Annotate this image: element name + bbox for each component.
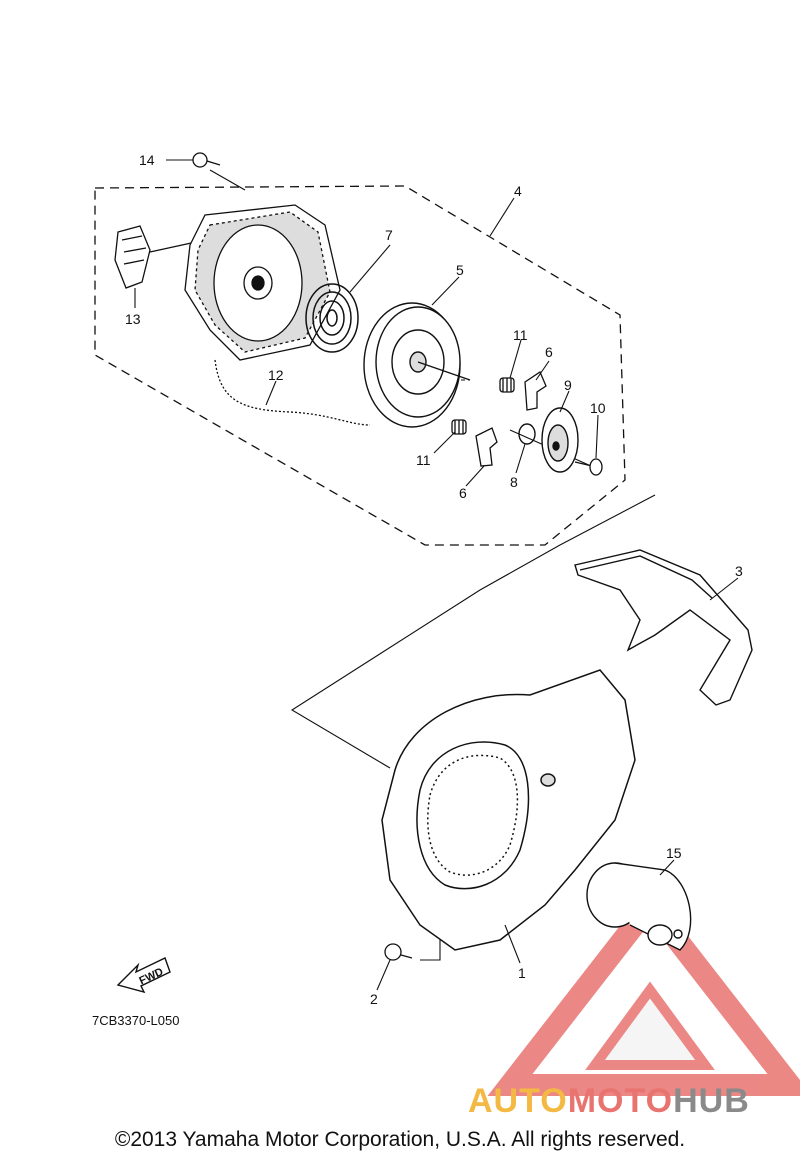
- callout-11-upper: 11: [513, 327, 528, 343]
- callout-14: 14: [139, 152, 155, 168]
- leader-lines: [134, 159, 739, 991]
- pawl-part-lower: [475, 427, 498, 467]
- callout-10: 10: [590, 400, 606, 416]
- recoil-housing-part: [184, 204, 341, 361]
- fan-shroud-part: [381, 669, 636, 951]
- callout-12: 12: [268, 367, 284, 383]
- fwd-arrow-icon: FWD: [116, 957, 171, 994]
- cover-part: [574, 549, 753, 706]
- callout-1: 1: [518, 965, 526, 981]
- watermark-logo-shape: [487, 887, 800, 1096]
- pawl-part-upper: [524, 371, 547, 411]
- copyright-notice: ©2013 Yamaha Motor Corporation, U.S.A. A…: [114, 1128, 686, 1151]
- callout-8: 8: [510, 474, 518, 490]
- bolt-part: [574, 458, 603, 476]
- watermark-part1: AUTO: [468, 1082, 568, 1120]
- callout-9: 9: [564, 377, 572, 393]
- callout-5: 5: [456, 262, 464, 278]
- washer-part: [518, 423, 536, 445]
- callout-13: 13: [125, 311, 141, 327]
- callout-15: 15: [666, 845, 682, 861]
- watermark-part2: MOTO: [568, 1082, 673, 1120]
- pulley-part: [363, 302, 471, 428]
- callout-6-lower: 6: [459, 485, 467, 501]
- bolt-part-2: [384, 943, 413, 961]
- callout-6-upper: 6: [545, 344, 553, 360]
- bolt-part-14: [192, 152, 221, 168]
- callout-4: 4: [514, 183, 522, 199]
- drawing-code: 7CB3370-L050: [92, 1013, 179, 1028]
- callout-2: 2: [370, 991, 378, 1007]
- callout-labels: 14 4 7 5 13 11 6 12 9 10 11 8 6 3 15 1 2: [125, 152, 743, 1007]
- callout-11-lower: 11: [416, 452, 431, 468]
- watermark-text: AUTOMOTOHUB: [468, 1082, 750, 1120]
- watermark-part3: HUB: [673, 1082, 750, 1120]
- kit-boundary-4: [94, 185, 626, 546]
- callout-7: 7: [385, 227, 393, 243]
- callout-3: 3: [735, 563, 743, 579]
- starter-rope-part: [214, 359, 371, 426]
- drive-plate-part: [541, 407, 579, 473]
- pawl-spring-part-upper: [499, 377, 515, 393]
- pawl-spring-part-lower: [451, 419, 467, 435]
- spiral-spring-part: [305, 283, 359, 353]
- starter-motor-part: [586, 862, 692, 951]
